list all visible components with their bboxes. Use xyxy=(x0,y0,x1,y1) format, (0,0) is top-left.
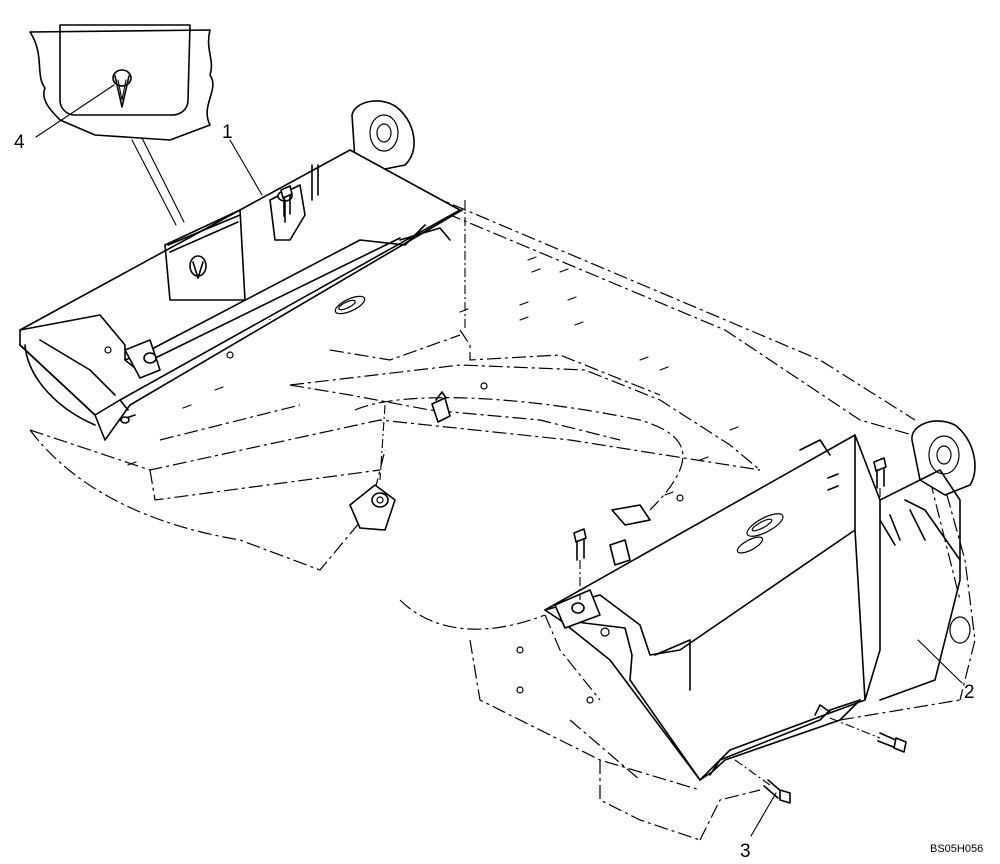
upper-pivot-boss xyxy=(351,100,415,171)
right-side-shield xyxy=(544,434,961,781)
cable-clip xyxy=(431,391,451,423)
chassis-frame-outline xyxy=(29,174,976,841)
callout-2: 2 xyxy=(964,682,975,703)
frame-weld-nut xyxy=(349,484,396,531)
callout-3: 3 xyxy=(740,841,751,862)
figure-code: BS05H056 xyxy=(930,843,983,855)
left-side-shield xyxy=(19,149,463,441)
bolt-1 xyxy=(280,185,293,217)
inset-detail xyxy=(29,24,214,226)
callout-leaders xyxy=(35,84,963,837)
bolt-3 xyxy=(873,457,887,520)
bolts xyxy=(280,185,907,804)
bolt-4 xyxy=(829,717,907,753)
bolt-2 xyxy=(573,528,587,600)
callout-4: 4 xyxy=(14,132,25,153)
callout-1: 1 xyxy=(222,122,233,143)
bolt-5 xyxy=(734,759,791,804)
